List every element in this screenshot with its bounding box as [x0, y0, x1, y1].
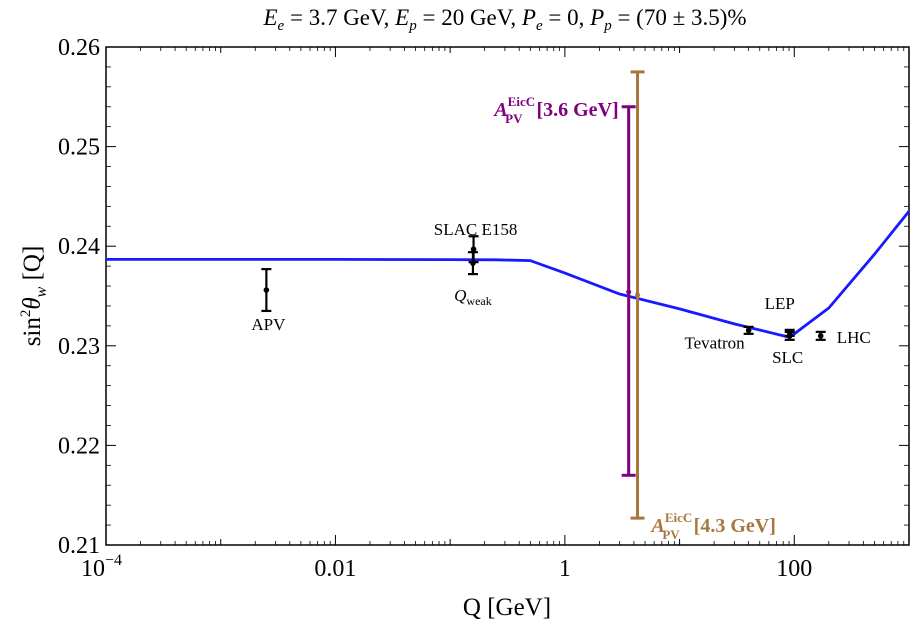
projection-point	[626, 289, 632, 295]
theory-curve	[106, 210, 911, 339]
y-tick-label: 0.24	[58, 234, 100, 260]
projection-label-symbol: A	[650, 515, 665, 537]
projection-label-symbol: A	[492, 99, 507, 121]
measurement-label: Qweak	[454, 286, 492, 308]
projection-label-sub: PV	[505, 111, 523, 126]
chart-title: Ee = 3.7 GeV, Ep = 20 GeV, Pe = 0, Pp = …	[262, 5, 746, 34]
measurement-label: LEP	[765, 294, 795, 313]
x-axis-title: Q [GeV]	[463, 594, 551, 621]
projection-point	[635, 292, 641, 298]
x-tick-label: 0.01	[314, 556, 356, 582]
plot-frame	[105, 46, 910, 546]
title-ep-sub: p	[408, 18, 417, 34]
measurement-label: LHC	[837, 328, 871, 347]
projection-label-sup: EicC	[508, 94, 535, 109]
y-title-unit: [Q]	[19, 246, 46, 287]
axis-ticks	[105, 46, 910, 546]
measurement-point	[817, 333, 824, 339]
measurement-label: Tevatron	[684, 333, 745, 352]
projection-label-sub: PV	[662, 527, 680, 542]
measurement-point	[470, 260, 476, 266]
y-tick-label: 0.26	[58, 35, 100, 61]
y-title-sup: 2	[18, 310, 34, 318]
measurements	[261, 235, 826, 341]
measurement-point	[470, 246, 477, 252]
title-pe-value: = 0,	[543, 5, 590, 30]
axis-tick-labels: 10−4 0.01 1 100 0.21 0.22 0.23 0.24 0.25 0.26	[58, 35, 812, 582]
measurement-label: APV	[251, 315, 286, 334]
projection-label-energy: [3.6 GeV]	[536, 99, 618, 121]
y-title-sin: sin	[19, 317, 46, 347]
eicc-projections	[621, 70, 645, 520]
y-tick-label: 0.22	[58, 433, 100, 459]
measurement-label-symbol: Q	[454, 286, 466, 305]
title-ee-symbol: E	[262, 5, 277, 30]
x-tick-label-base: 10	[81, 556, 105, 582]
projection-label: AEicC PV [3.6 GeV]	[492, 94, 618, 126]
y-title-sub: w	[33, 286, 50, 297]
title-pe-sub: e	[536, 18, 543, 34]
y-axis-title: sin2θw [Q]	[18, 246, 50, 347]
title-ee-sub: e	[278, 18, 285, 34]
y-title-theta: θ	[19, 297, 46, 309]
title-ee-value: = 3.7 GeV,	[284, 5, 395, 30]
title-pe-symbol: P	[521, 5, 536, 30]
x-tick-label: 100	[776, 556, 812, 582]
title-pp-symbol: P	[589, 5, 604, 30]
x-tick-label: 1	[559, 556, 571, 582]
projection-label-energy: [4.3 GeV]	[694, 515, 776, 537]
y-tick-label: 0.25	[58, 135, 100, 161]
title-ep-symbol: E	[394, 5, 409, 30]
title-ep-value: = 20 GeV,	[417, 5, 522, 30]
x-tick-label: 10−4	[81, 552, 122, 582]
measurement-point	[745, 327, 752, 334]
title-pp-sub: p	[603, 18, 612, 34]
measurement-label: SLAC E158	[434, 220, 518, 239]
title-pp-value: = (70 ± 3.5)%	[612, 5, 747, 30]
measurement-point	[263, 287, 270, 293]
measurement-label: SLC	[772, 348, 803, 367]
x-tick-label-exp: −4	[105, 552, 122, 569]
measurement-point	[786, 333, 793, 339]
projection-label: AEicC PV [4.3 GeV]	[650, 510, 776, 542]
y-tick-label: 0.21	[58, 533, 100, 559]
projection-label-sup: EicC	[665, 510, 692, 525]
y-tick-label: 0.23	[58, 334, 100, 360]
measurement-label-sub: weak	[466, 294, 491, 308]
